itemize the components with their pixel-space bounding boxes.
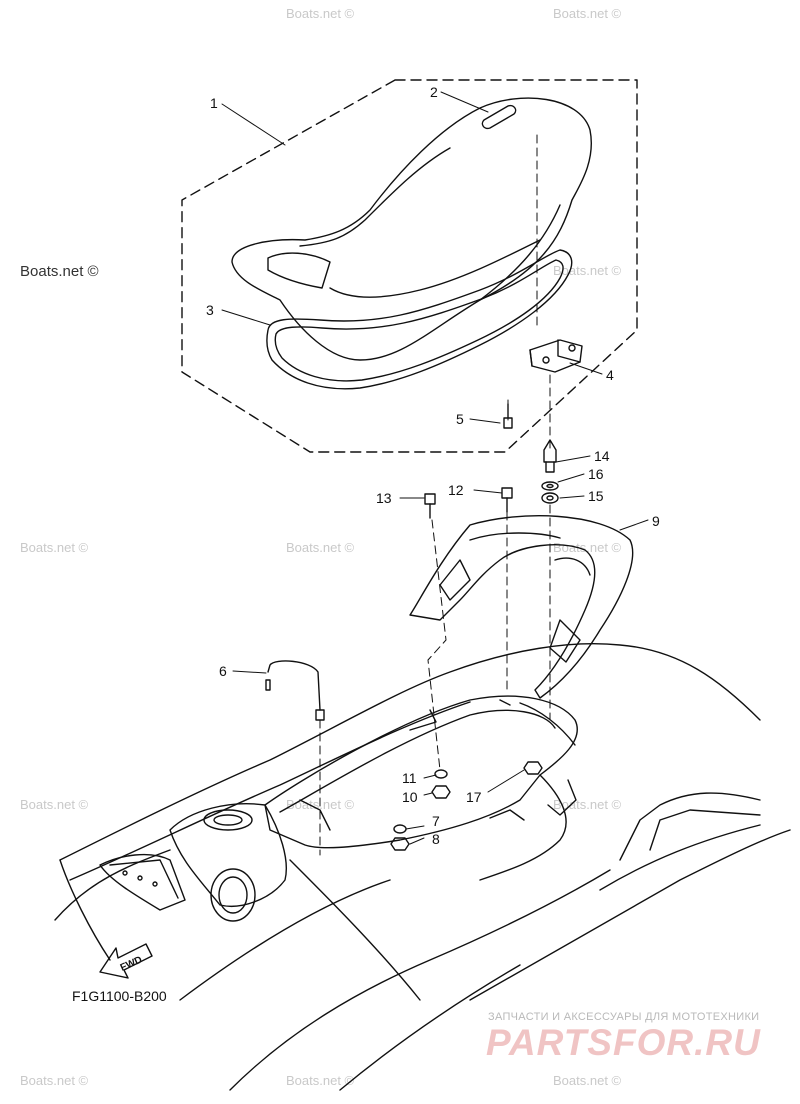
part-label-1: 1	[210, 95, 218, 111]
seat-base-frame	[266, 249, 573, 390]
watermark: Boats.net ©	[553, 263, 622, 278]
nut-8	[390, 837, 410, 851]
part-label-13: 13	[376, 490, 392, 506]
part-label-10: 10	[402, 789, 418, 805]
part-label-15: 15	[588, 488, 604, 504]
fwd-label: FWD	[119, 954, 144, 973]
fwd-arrow: FWD	[99, 943, 153, 979]
grommet-11	[434, 769, 448, 779]
seat-bracket	[529, 339, 583, 373]
seat-strap	[481, 104, 517, 130]
washer-15	[541, 492, 559, 504]
watermark: Boats.net ©	[20, 540, 89, 555]
bolt-12	[501, 487, 513, 513]
watermark: Boats.net ©	[553, 1073, 622, 1088]
part-label-12: 12	[448, 482, 464, 498]
watermark: Boats.net ©	[553, 6, 622, 21]
part-label-17: 17	[466, 789, 482, 805]
watermark: Boats.net ©	[553, 540, 622, 555]
pin-14	[543, 439, 557, 473]
watermark: Boats.net ©	[286, 1073, 355, 1088]
watermark: Boats.net ©	[286, 540, 355, 555]
part-label-14: 14	[594, 448, 610, 464]
part-label-11: 11	[402, 770, 417, 786]
part-label-6: 6	[219, 663, 227, 679]
watermark: Boats.net ©	[553, 797, 622, 812]
part-label-16: 16	[588, 466, 604, 482]
seat	[231, 97, 592, 361]
part-label-9: 9	[652, 513, 660, 529]
diagram-code: F1G1100-B200	[72, 988, 167, 1004]
brand-logo: PARTSFOR.RU	[486, 1022, 761, 1063]
hull-deck	[54, 643, 791, 1091]
watermark: Boats.net ©	[20, 1073, 89, 1088]
brand-tagline: ЗАПЧАСТИ И АКСЕССУАРЫ ДЛЯ МОТОТЕХНИКИ	[488, 1011, 760, 1023]
grommet-7	[393, 824, 407, 834]
seat-support	[409, 515, 634, 699]
part-label-3: 3	[206, 302, 214, 318]
part-label-4: 4	[606, 367, 614, 383]
part-label-5: 5	[456, 411, 464, 427]
grab-strap	[265, 660, 325, 856]
seat-assembly-boundary	[181, 79, 638, 453]
washer-16	[541, 481, 559, 491]
watermark: Boats.net ©	[286, 6, 355, 21]
nut-17	[523, 761, 543, 775]
part-label-7: 7	[432, 813, 440, 829]
watermark-dark: Boats.net ©	[20, 263, 99, 280]
bolt-13	[424, 493, 436, 519]
part-label-2: 2	[430, 84, 438, 100]
watermark: Boats.net ©	[20, 797, 89, 812]
part-label-8: 8	[432, 831, 440, 847]
nut-10	[431, 785, 451, 799]
bolt-5	[503, 403, 513, 429]
